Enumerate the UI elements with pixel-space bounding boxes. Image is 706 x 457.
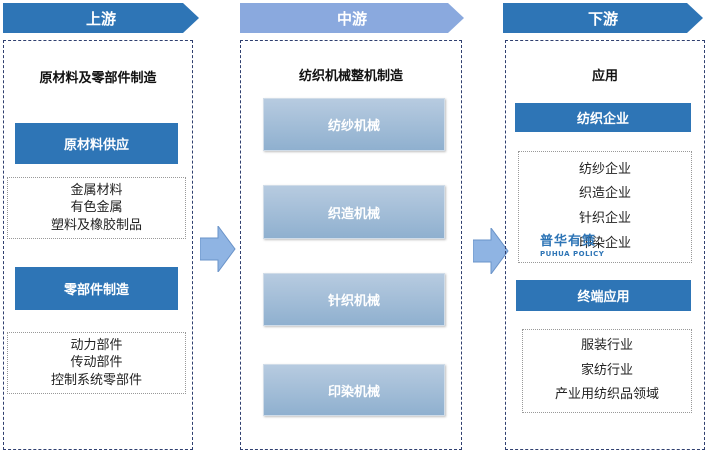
list-item: 产业用纺织品领域 xyxy=(554,387,659,403)
midstream-title: 纺织机械整机制造 xyxy=(298,69,403,84)
machine-label: 印染机械 xyxy=(327,384,380,400)
list-item: 动力部件 xyxy=(70,337,123,353)
machine-label: 织造机械 xyxy=(327,206,380,222)
list-item: 有色金属 xyxy=(70,200,123,216)
parts-mfg-list: 动力部件 传动部件 控制系统零部件 xyxy=(7,332,186,394)
list-item: 针织企业 xyxy=(578,211,631,226)
stage-midstream-chevron: 中游 xyxy=(240,3,464,33)
stage-upstream-label: 上游 xyxy=(85,9,116,28)
end-use-header: 终端应用 xyxy=(516,280,691,311)
machine-item-knitting: 针织机械 xyxy=(263,273,445,326)
watermark-en: PUHUA POLICY xyxy=(540,250,605,258)
textile-companies-list: 纺纱企业 织造企业 针织企业 印染企业 xyxy=(518,151,692,263)
machine-item-dyeing: 印染机械 xyxy=(263,364,445,416)
watermark-logo: 普华有策 PUHUA POLICY xyxy=(540,235,604,258)
machine-item-weaving: 织造机械 xyxy=(263,185,445,239)
end-use-list: 服装行业 家纺行业 产业用纺织品领域 xyxy=(522,329,692,413)
raw-supply-header: 原材料供应 xyxy=(15,123,178,164)
list-item: 纺纱企业 xyxy=(578,161,631,177)
watermark-cn: 普华有策 xyxy=(540,234,597,249)
textile-companies-header: 纺织企业 xyxy=(515,103,691,132)
raw-supply-label: 原材料供应 xyxy=(63,138,129,153)
parts-mfg-header: 零部件制造 xyxy=(15,267,178,310)
machine-label: 针织机械 xyxy=(327,294,380,309)
stage-upstream-chevron: 上游 xyxy=(3,3,199,33)
list-item: 金属材料 xyxy=(70,182,123,198)
list-item: 塑料及橡胶制品 xyxy=(50,217,142,233)
list-item: 家纺行业 xyxy=(580,362,633,378)
flow-arrow-right-icon xyxy=(473,228,509,274)
stage-midstream-label: 中游 xyxy=(336,9,367,28)
raw-supply-list: 金属材料 有色金属 塑料及橡胶制品 xyxy=(7,177,186,239)
downstream-panel: 应用 纺织企业 纺纱企业 织造企业 针织企业 印染企业 终端应用 服装行业 家纺… xyxy=(505,40,705,450)
midstream-panel: 纺织机械整机制造 纺纱机械 织造机械 针织机械 印染机械 xyxy=(240,40,462,450)
list-item: 印染企业 xyxy=(578,235,631,251)
list-item: 织造企业 xyxy=(578,186,631,202)
list-item: 传动部件 xyxy=(70,355,123,371)
textile-companies-label: 纺织企业 xyxy=(576,112,629,127)
machine-label: 纺纱机械 xyxy=(327,119,380,134)
stage-downstream-label: 下游 xyxy=(587,9,618,28)
downstream-title: 应用 xyxy=(591,69,618,84)
upstream-panel: 原材料及零部件制造 原材料供应 金属材料 有色金属 塑料及橡胶制品 零部件制造 … xyxy=(3,40,193,450)
stage-downstream-chevron: 下游 xyxy=(503,3,703,33)
machine-item-spinning: 纺纱机械 xyxy=(263,98,445,151)
flow-arrow-right-icon xyxy=(200,226,236,272)
end-use-label: 终端应用 xyxy=(577,290,630,305)
list-item: 服装行业 xyxy=(580,337,633,353)
parts-mfg-label: 零部件制造 xyxy=(63,283,129,298)
upstream-title: 原材料及零部件制造 xyxy=(39,71,157,86)
list-item: 控制系统零部件 xyxy=(50,372,142,388)
